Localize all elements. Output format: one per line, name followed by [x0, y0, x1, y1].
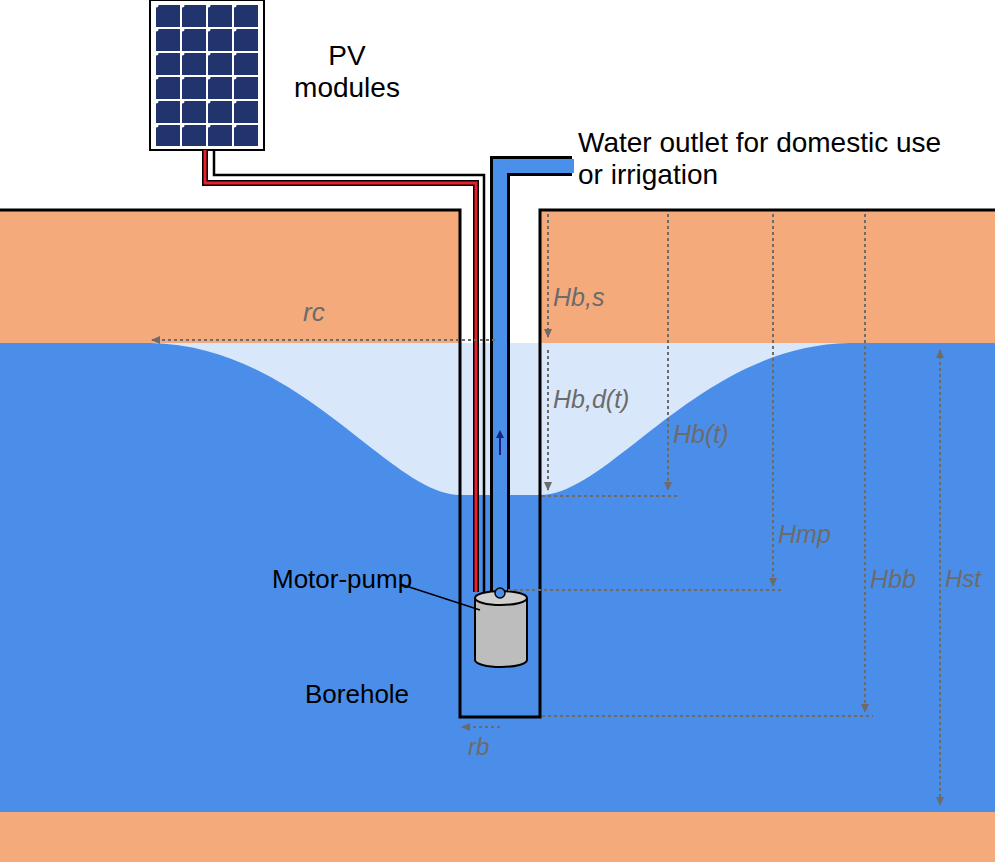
pump-outlet [495, 588, 505, 598]
dimension-lines [152, 214, 940, 805]
flow-arrow-head [496, 430, 504, 438]
red-wire [205, 150, 476, 592]
pv-cells [155, 4, 259, 146]
outlet-label: Water outlet for domestic use or irrigat… [578, 127, 973, 191]
panel-label: PV modules [272, 40, 422, 104]
pv-panel [150, 0, 264, 150]
part-label: Motor-pump [272, 565, 412, 595]
dimension-label: Hb,s [553, 283, 604, 312]
soil-bottom [0, 812, 995, 862]
black-wire [214, 150, 484, 592]
dimension-label: Hb(t) [673, 420, 729, 449]
water-pipe [500, 166, 574, 594]
wire-outline [205, 150, 476, 592]
pipe-outline [500, 166, 572, 592]
motor-pump [475, 598, 527, 667]
dimension-label: Hbb [870, 565, 916, 594]
dimension-label: rb [468, 733, 489, 761]
dimension-label: Hmp [778, 520, 831, 549]
dimension-label: rc [303, 298, 325, 328]
part-label: Borehole [305, 680, 409, 710]
dimension-label: Hb,d(t) [553, 385, 629, 414]
dimension-label: Hst [945, 565, 981, 593]
